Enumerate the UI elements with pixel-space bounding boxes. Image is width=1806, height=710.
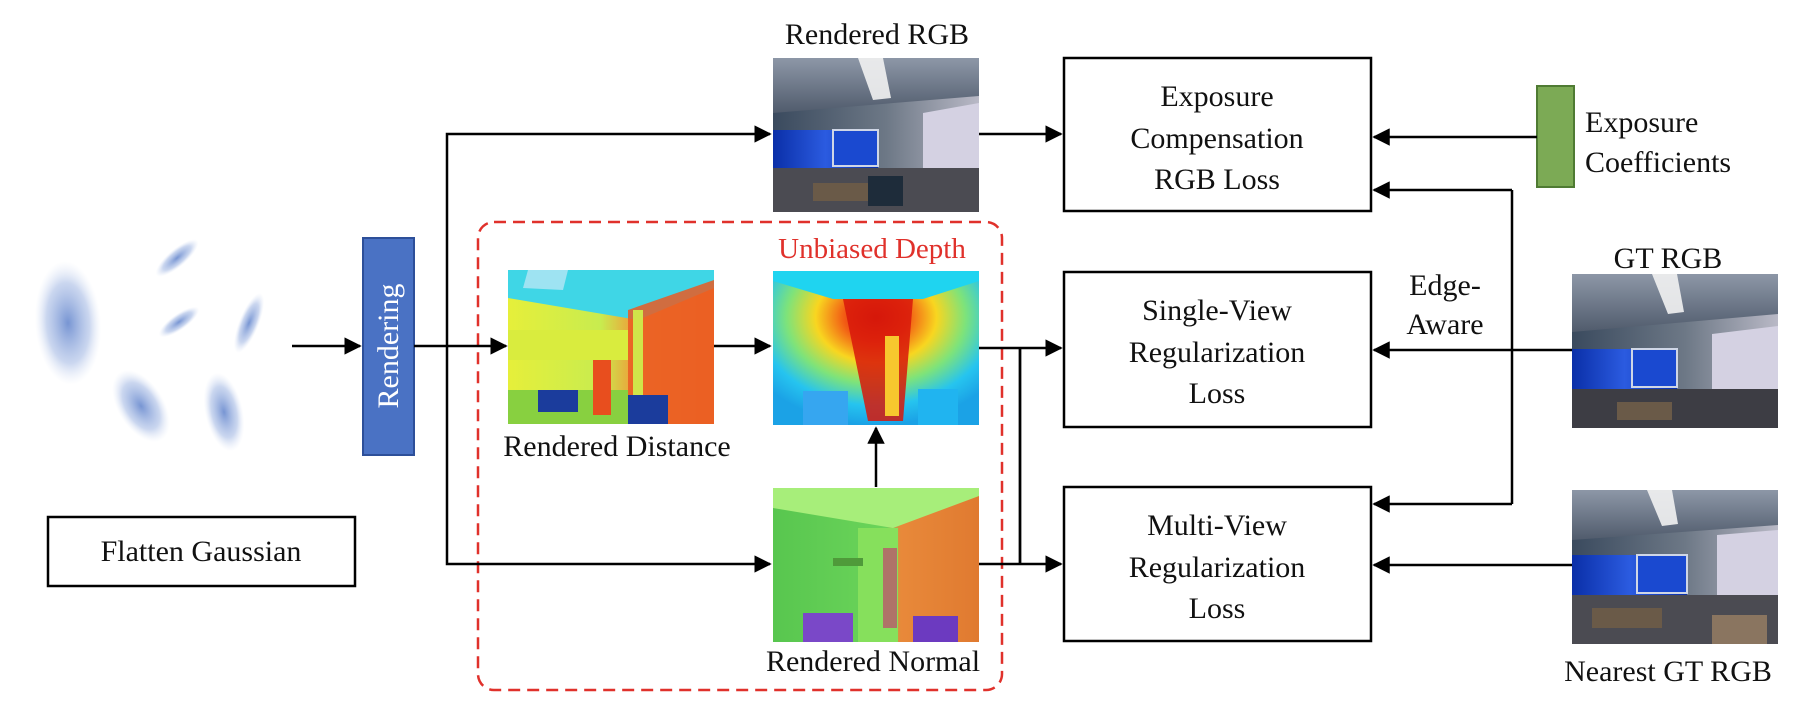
nearest-gt-rgb-image [1572,490,1778,644]
flatten-gaussian-box: Flatten Gaussian [46,515,357,588]
rendered-distance-label: Rendered Distance [503,430,730,463]
multi-view-regularization-loss-box: Multi-View Regularization Loss [1062,485,1373,643]
single-view-loss-line-2: Regularization [1129,336,1306,369]
edge-aware-line-2: Aware [1406,308,1483,341]
unbiased-depth-label: Unbiased Depth [778,233,966,265]
flatten-gaussians-illustration [34,239,265,452]
unbiased-depth-image [773,271,979,425]
single-view-regularization-loss-box: Single-View Regularization Loss [1062,270,1373,429]
gt-rgb-image [1572,274,1778,428]
gaussian-ellipse [155,239,199,277]
gaussian-ellipse [112,369,170,443]
gt-rgb-label: GT RGB [1614,242,1723,275]
gaussian-ellipse [34,261,102,385]
multi-view-loss-line-2: Regularization [1129,551,1306,584]
single-view-loss-line-1: Single-View [1142,294,1292,327]
exposure-loss-line-2: Compensation [1130,122,1303,155]
connectors [292,125,1572,574]
flatten-gaussian-label: Flatten Gaussian [101,535,302,568]
arrow-to-rendered-normal [445,346,772,573]
exposure-loss-line-1: Exposure [1160,80,1273,113]
rendered-normal-label: Rendered Normal [766,645,980,678]
rendered-normal-image [773,488,979,642]
rendered-distance-image [508,270,714,424]
exposure-compensation-loss-box: Exposure Compensation RGB Loss [1062,56,1373,213]
exposure-loss-line-3: RGB Loss [1154,163,1280,196]
unbiased-depth-group: Unbiased Depth [476,220,1004,692]
rendered-rgb-label: Rendered RGB [785,18,969,51]
multi-view-loss-line-3: Loss [1189,592,1246,625]
gaussian-ellipse [158,306,200,338]
exposure-coefficients-block: Exposure Coefficients [1536,85,1731,188]
single-view-loss-line-3: Loss [1189,377,1246,410]
nearest-gt-rgb-label: Nearest GT RGB [1564,655,1772,688]
edge-aware-line-1: Edge- [1409,269,1481,302]
arrow-to-rendered-rgb [445,125,772,346]
gaussian-ellipse [203,372,245,452]
multi-view-loss-line-1: Multi-View [1147,509,1287,542]
gaussian-ellipse [233,293,265,353]
rendering-label: Rendering [372,284,405,409]
exposure-coefficients-line-2: Coefficients [1585,146,1731,179]
rendered-rgb-image [773,58,979,212]
exposure-coefficients-line-1: Exposure [1585,106,1698,139]
rendering-block: Rendering [362,237,415,456]
